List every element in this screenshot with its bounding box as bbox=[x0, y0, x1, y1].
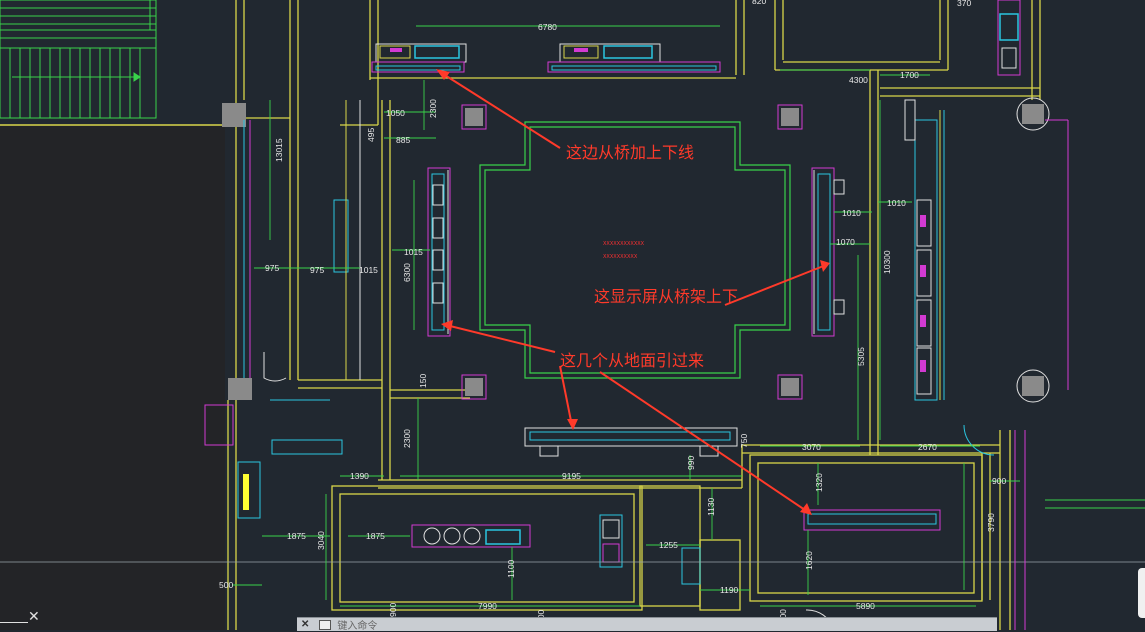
svg-text:XXXXXXXXXXXX: XXXXXXXXXXXX bbox=[603, 241, 645, 247]
central-room-outline bbox=[479, 121, 791, 379]
dim-5305: 5305 bbox=[856, 347, 866, 366]
dim-900-bottom: 900 bbox=[388, 603, 398, 617]
dim-1015-a: 1015 bbox=[359, 265, 378, 275]
command-input[interactable]: 键入命令 bbox=[337, 621, 378, 632]
dim-1875-a: 1875 bbox=[287, 531, 306, 541]
dim-5890: 5890 bbox=[856, 601, 875, 611]
dim-1010-b: 1010 bbox=[887, 198, 906, 208]
dim-2300-mid: 2300 bbox=[402, 429, 412, 448]
command-line-bar[interactable]: ✕ 键入命令 bbox=[297, 617, 997, 632]
dim-975-a: 975 bbox=[265, 263, 279, 273]
note-floor-feed: 这几个从地面引过来 bbox=[560, 351, 704, 370]
dim-9195: 9195 bbox=[562, 471, 581, 481]
bottom-left-fittings bbox=[237, 461, 701, 585]
dim-900: 900 bbox=[992, 476, 1006, 486]
dim-1620: 1620 bbox=[804, 551, 814, 570]
dimension-lines bbox=[232, 25, 1020, 607]
dim-370: 370 bbox=[957, 0, 971, 8]
top-desks bbox=[371, 43, 721, 73]
side-panel-tab[interactable] bbox=[1138, 568, 1145, 618]
dim-1255: 1255 bbox=[659, 540, 678, 550]
dim-2670: 2670 bbox=[918, 442, 937, 452]
ucs-x-icon: ✕ bbox=[28, 608, 40, 624]
dim-1100: 1100 bbox=[506, 559, 516, 578]
dimension-labels: 6780 820 370 4300 1700 1050 2300 495 885… bbox=[219, 0, 1006, 628]
svg-text:XXXXXXXXXX: XXXXXXXXXX bbox=[603, 254, 638, 260]
dim-3040: 3040 bbox=[316, 531, 326, 550]
dim-1130: 1130 bbox=[706, 497, 716, 516]
note-bridge-cables: 这边从桥加上下线 bbox=[566, 143, 694, 162]
ucs-axis-line bbox=[0, 622, 28, 623]
bottom-rooms bbox=[331, 454, 983, 611]
structural-columns bbox=[222, 97, 1050, 403]
dim-1875-b: 1875 bbox=[366, 531, 385, 541]
annotation-arrows bbox=[436, 69, 830, 515]
dim-1390: 1390 bbox=[350, 471, 369, 481]
right-cabinets bbox=[904, 0, 1069, 401]
dark-zone-left bbox=[0, 125, 225, 630]
dim-2300-top: 2300 bbox=[428, 99, 438, 118]
dim-4300: 4300 bbox=[849, 75, 868, 85]
dim-3070: 3070 bbox=[802, 442, 821, 452]
dim-885: 885 bbox=[396, 135, 410, 145]
dim-1050: 1050 bbox=[386, 108, 405, 118]
dim-10300: 10300 bbox=[882, 250, 892, 274]
dim-1010-a: 1010 bbox=[842, 208, 861, 218]
dim-1700: 1700 bbox=[900, 70, 919, 80]
command-history-icon[interactable] bbox=[319, 619, 332, 630]
dim-990: 990 bbox=[686, 456, 696, 470]
stair-hatch bbox=[0, 0, 157, 119]
dim-820: 820 bbox=[752, 0, 766, 6]
command-close-button[interactable]: ✕ bbox=[301, 619, 310, 630]
dim-500: 500 bbox=[219, 580, 233, 590]
left-display-rack bbox=[427, 167, 451, 337]
dim-1320: 1320 bbox=[814, 473, 824, 492]
dim-975-b: 975 bbox=[310, 265, 324, 275]
dim-750: 750 bbox=[739, 434, 749, 448]
dim-3790: 3790 bbox=[986, 513, 996, 532]
dim-1190: 1190 bbox=[720, 585, 739, 595]
dim-6300: 6300 bbox=[402, 263, 412, 282]
right-display-rack bbox=[811, 167, 845, 337]
dim-150: 150 bbox=[418, 374, 428, 388]
dim-6780: 6780 bbox=[538, 22, 557, 32]
dim-13015: 13015 bbox=[274, 138, 284, 162]
right-bottom-cabinet bbox=[803, 509, 941, 531]
dim-7990: 7990 bbox=[478, 601, 497, 611]
dim-1070: 1070 bbox=[836, 237, 855, 247]
dim-495: 495 bbox=[366, 128, 376, 142]
note-display-tray: 这显示屏从桥架上下 bbox=[594, 287, 738, 306]
dim-1015-b: 1015 bbox=[404, 247, 423, 257]
